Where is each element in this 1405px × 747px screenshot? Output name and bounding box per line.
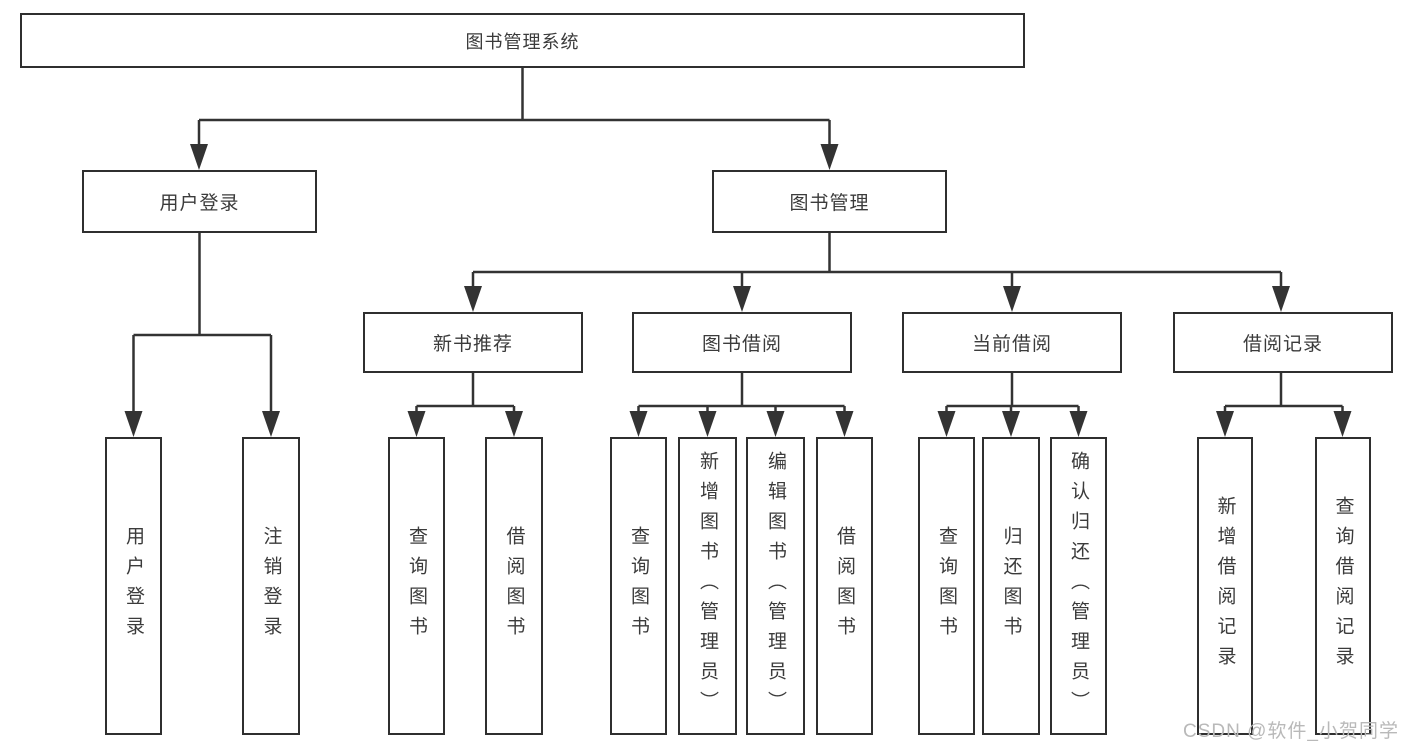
arrowhead-icons <box>124 144 1352 437</box>
leaf-add-borrow-record: 新增借阅记录 <box>1197 437 1253 735</box>
leaf-add-books-admin: 新增图书（管理员） <box>678 437 737 735</box>
leaf-edit-books-admin: 编辑图书（管理员） <box>746 437 805 735</box>
leaf-query-borrow-record: 查询借阅记录 <box>1315 437 1371 735</box>
watermark: CSDN @软件_小贺同学 <box>1183 721 1399 742</box>
node-book-borrowing: 图书借阅 <box>632 312 852 373</box>
leaf-user-login: 用户登录 <box>105 437 162 735</box>
leaf-query-books-current: 查询图书 <box>918 437 975 735</box>
leaf-confirm-return-admin: 确认归还（管理员） <box>1050 437 1107 735</box>
node-borrowing-records: 借阅记录 <box>1173 312 1393 373</box>
node-book-management: 图书管理 <box>712 170 947 233</box>
node-user-login: 用户登录 <box>82 170 317 233</box>
leaf-logout: 注销登录 <box>242 437 300 735</box>
node-current-borrowing: 当前借阅 <box>902 312 1122 373</box>
node-library-system: 图书管理系统 <box>20 13 1025 68</box>
leaf-return-books: 归还图书 <box>982 437 1040 735</box>
leaf-borrow-books-newbooks: 借阅图书 <box>485 437 543 735</box>
node-new-book-recommend: 新书推荐 <box>363 312 583 373</box>
leaf-query-books-newbooks: 查询图书 <box>388 437 445 735</box>
leaf-borrow-books-borrowing: 借阅图书 <box>816 437 873 735</box>
leaf-query-books-borrowing: 查询图书 <box>610 437 667 735</box>
